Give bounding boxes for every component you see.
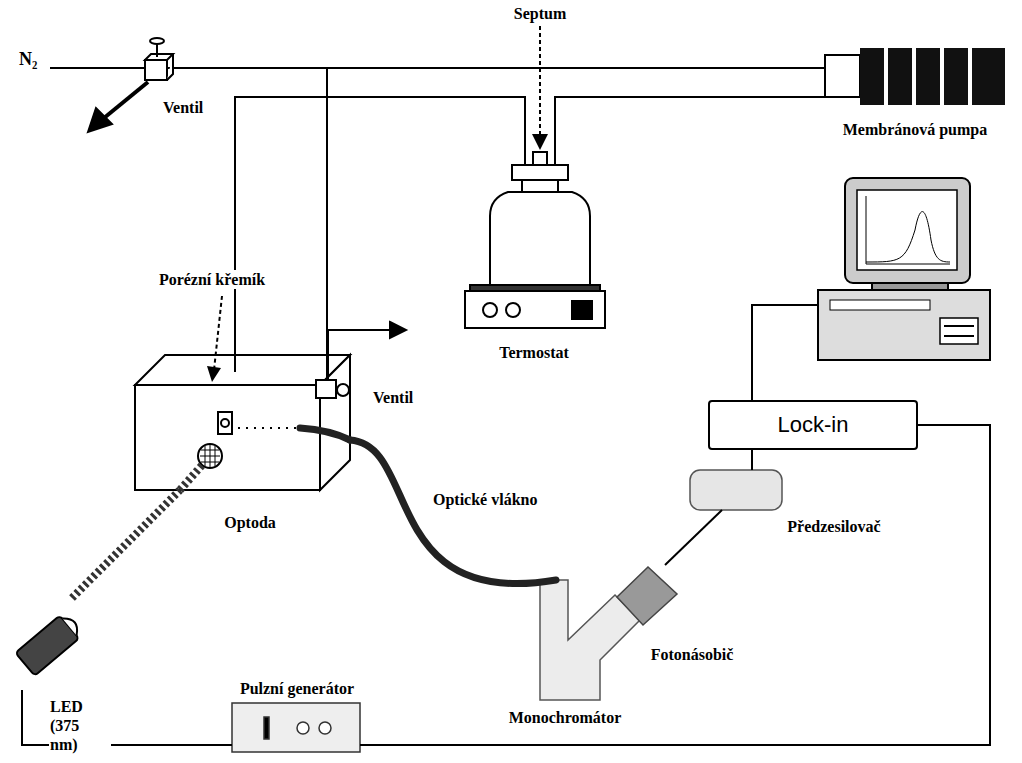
septum-arrow <box>532 26 548 150</box>
light-beam <box>72 490 180 598</box>
optode-node: Optoda <box>135 355 350 490</box>
part-label: Ventil <box>372 388 414 407</box>
computer <box>752 178 990 400</box>
component-label: Pulzní generátor <box>239 679 355 698</box>
connector <box>555 97 825 150</box>
part-label: Ventil <box>162 98 204 117</box>
preamp-node: Předzesilovač <box>690 470 782 510</box>
part-label: Porézní křemík <box>158 270 266 289</box>
box-text: Lock-in <box>778 412 849 438</box>
part-label: Septum <box>513 4 567 23</box>
photomultiplier <box>617 567 677 625</box>
component-label: Předzesilovač <box>786 517 881 536</box>
connector <box>751 450 753 470</box>
connector <box>665 510 722 565</box>
valve-symbol <box>88 38 173 132</box>
porous-silicon-arrow <box>207 296 222 382</box>
photomultiplier-node: Fotonásobič <box>615 565 678 627</box>
component-label: LED (375 nm) <box>49 697 111 754</box>
n2-line <box>50 67 327 69</box>
connector <box>360 425 990 745</box>
component-label: Fotonásobič <box>650 645 735 664</box>
optical-fiber <box>350 440 556 584</box>
monochromator-node: Monochromátor <box>540 580 640 700</box>
generator-node: Pulzní generátor <box>232 703 360 752</box>
component-label: Optoda <box>223 513 277 532</box>
connector <box>235 97 525 355</box>
preamplifier <box>690 470 782 510</box>
component-label: Membránová pumpa <box>842 120 988 139</box>
edge-label: Optické vlákno <box>432 490 538 509</box>
thermostat-node: Termostat <box>463 150 605 330</box>
lockin-box: Lock-in <box>708 400 918 450</box>
flask-on-thermostat <box>465 150 605 328</box>
pulse-generator <box>232 703 360 752</box>
connector <box>327 68 825 355</box>
optode-cell <box>135 322 406 490</box>
membrane-pump <box>825 48 1005 105</box>
pump-node: Membránová pumpa <box>825 48 1005 105</box>
led-source <box>15 611 84 676</box>
led-node: LED (375 nm) <box>10 598 90 690</box>
part-label: N₂ <box>18 50 38 69</box>
component-label: Termostat <box>498 343 570 362</box>
component-label: Monochromátor <box>508 708 623 727</box>
